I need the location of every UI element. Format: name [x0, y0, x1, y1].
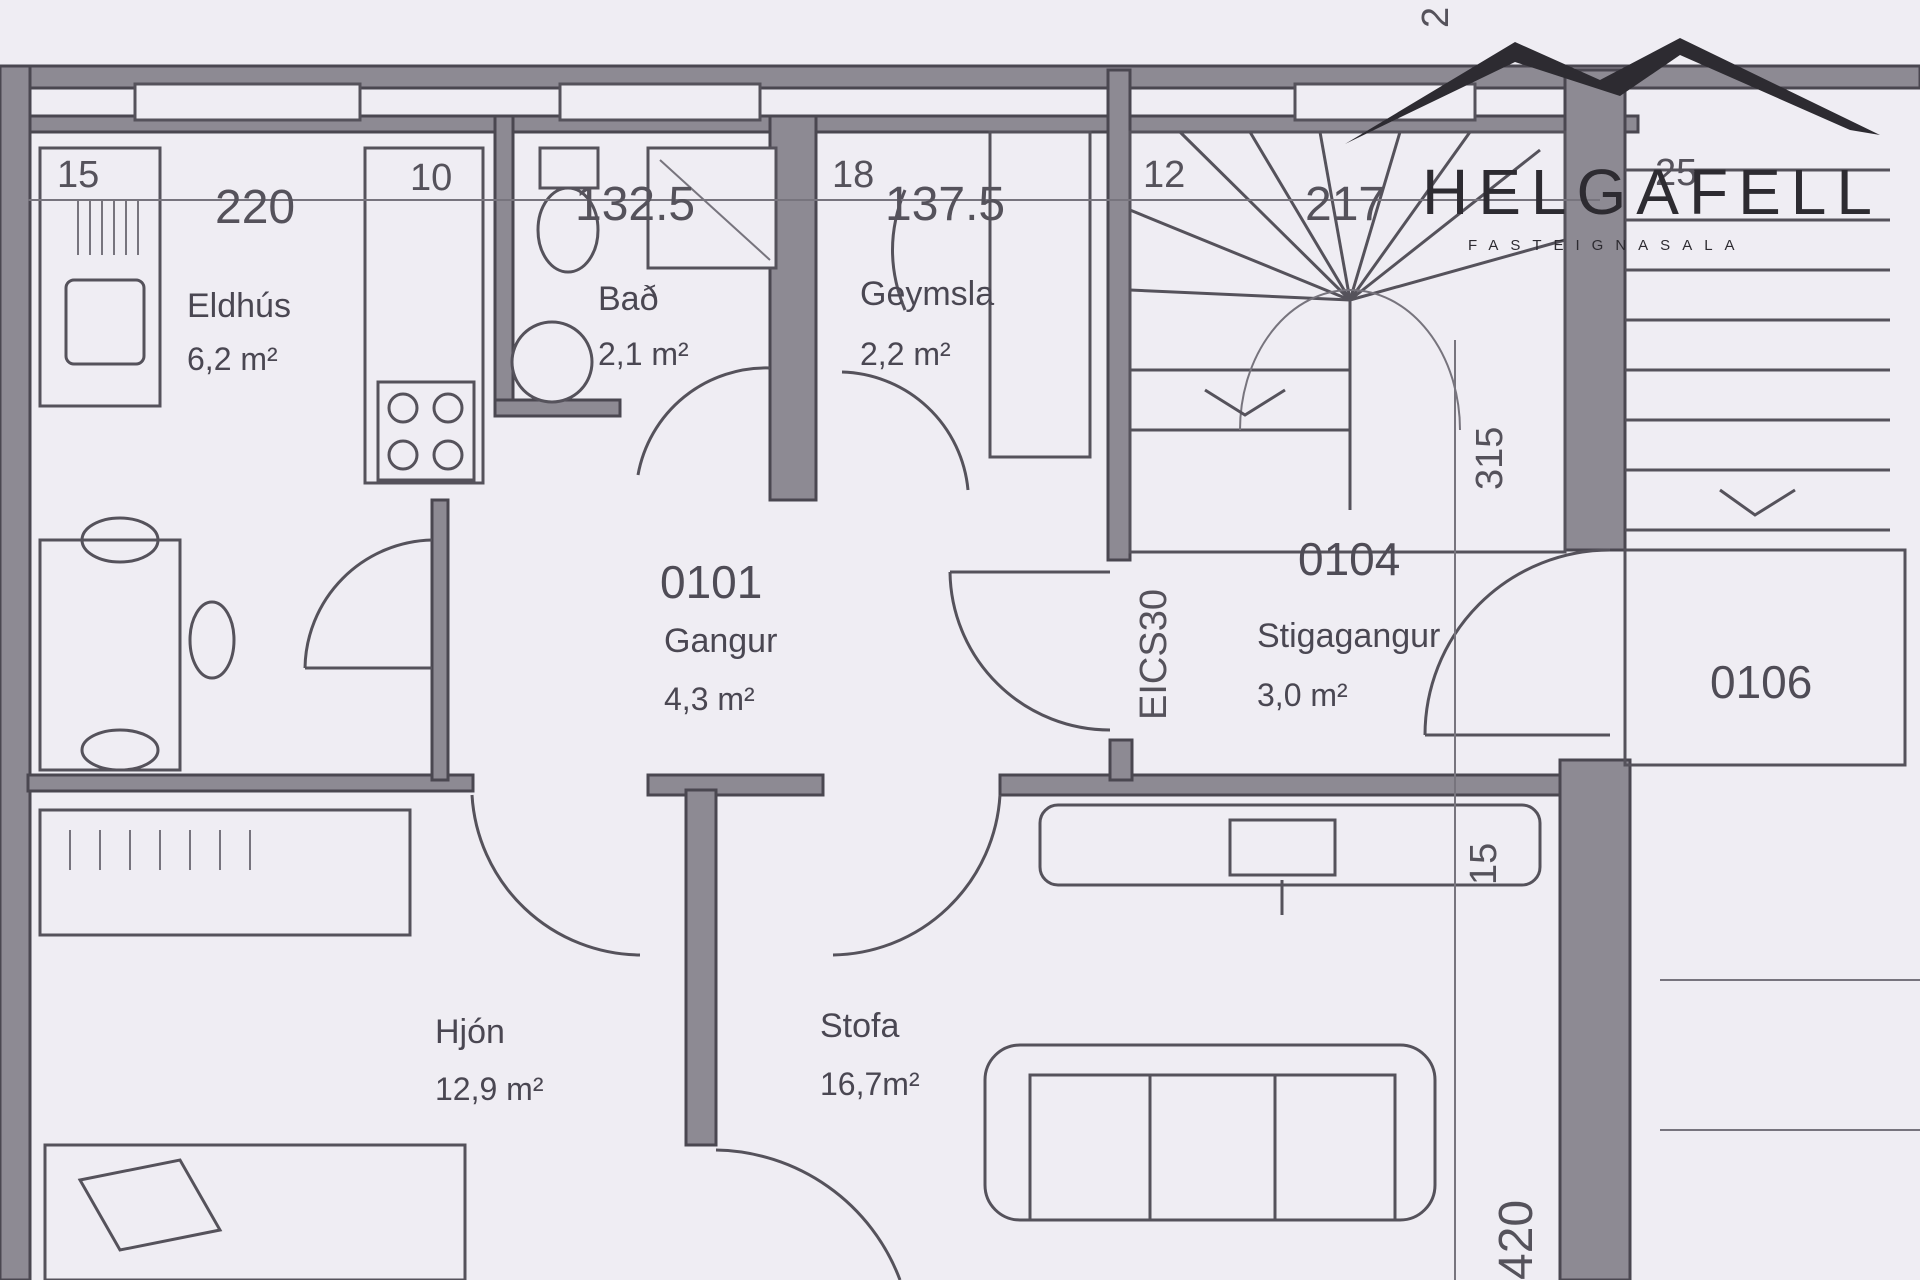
dim-2: 2 [1415, 7, 1457, 28]
storage-shelf [988, 130, 1092, 459]
drain-board [77, 200, 139, 255]
logo-name: HELGAFELL [1422, 156, 1882, 228]
shower-arc [659, 159, 771, 261]
wall-kitchen-bottom [26, 773, 475, 793]
stair-0106-treads [1625, 168, 1890, 532]
chair-top [80, 516, 160, 564]
room-geymsla-name: Geymsla [860, 275, 994, 313]
chair-bottom [80, 728, 160, 772]
door-storage [841, 370, 970, 491]
window-2 [558, 82, 762, 122]
dim-137-5: 137.5 [885, 178, 1005, 231]
dim-12: 12 [1143, 154, 1185, 196]
wall-hall-bottom-mid [646, 773, 825, 797]
room-hjon-name: Hjón [435, 1013, 505, 1051]
toilet-tank [538, 146, 600, 190]
room-stofa-area: 16,7m² [820, 1066, 920, 1102]
window-1 [133, 82, 362, 122]
door-stofa-bottom [715, 1148, 902, 1280]
sofa-seat-3 [1273, 1073, 1397, 1222]
burner-1 [387, 392, 419, 424]
doors [303, 366, 1611, 1280]
helgafell-logo: HELGAFELL FASTEIGNASALA [1345, 38, 1882, 254]
dim-25: 25 [1655, 152, 1697, 194]
room-bad-name: Bað [598, 280, 659, 318]
door-stofa [832, 794, 1002, 957]
wall-storage-stair [1106, 68, 1132, 562]
room-eldhus-area: 6,2 m² [187, 341, 278, 377]
door-stair-0106 [1423, 548, 1611, 736]
storage-hook [891, 189, 907, 311]
room-gangur-number: 0101 [660, 556, 762, 608]
dimension-lines [28, 199, 1600, 1280]
dim-220: 220 [215, 181, 295, 234]
room-gangur-name: Gangur [664, 622, 777, 660]
wall-stair-right [1563, 68, 1627, 552]
dim-217: 217 [1305, 178, 1385, 231]
logo-tagline: FASTEIGNASALA [1468, 237, 1747, 254]
wall-kitchen-bath [493, 114, 515, 408]
sink-basin [64, 278, 146, 366]
door-hjon [470, 794, 641, 957]
burner-3 [387, 439, 419, 471]
stair-arrow [1204, 388, 1286, 417]
dim-15-top: 15 [57, 154, 99, 196]
room-hjon-area: 12,9 m² [435, 1071, 544, 1107]
wall-left [0, 64, 32, 1280]
room-stiga-name: Stigagangur [1257, 617, 1440, 655]
wardrobe-hangers [69, 830, 251, 870]
burner-2 [432, 392, 464, 424]
dim-420: 420 [1490, 1200, 1543, 1280]
room-bad-area: 2,1 m² [598, 336, 689, 372]
stair-outline [1128, 130, 1567, 554]
unit-0106-box [1623, 548, 1907, 767]
room-geymsla-area: 2,2 m² [860, 336, 951, 372]
wall-right-lower [1558, 758, 1632, 1280]
storage-fixtures [891, 130, 1092, 459]
room-stiga-number: 0104 [1298, 533, 1400, 585]
bed-pillows [77, 1158, 223, 1252]
walls [0, 64, 1920, 1280]
dim-18: 18 [832, 154, 874, 196]
dim-132-5: 132.5 [575, 178, 695, 231]
dimension-labels: 15 220 10 132.5 18 137.5 12 217 25 2 315… [57, 7, 1697, 1280]
door-eics30 [948, 571, 1111, 732]
wall-hall-stofa-divider [684, 788, 718, 1147]
door-bath [636, 366, 771, 476]
wall-kitchen-right [430, 498, 450, 782]
burner-4 [432, 439, 464, 471]
dining-table [38, 538, 182, 772]
dim-10: 10 [410, 157, 452, 199]
room-eldhus-name: Eldhús [187, 287, 291, 325]
door-rating-label: EICS30 [1133, 589, 1175, 720]
door-kitchen [303, 538, 433, 669]
chair-right [188, 600, 236, 680]
dim-315: 315 [1469, 427, 1511, 490]
sofa [983, 1043, 1437, 1222]
staircase [1128, 130, 1907, 767]
kitchen-fixtures [38, 146, 485, 772]
living-fixtures [38, 803, 1920, 1280]
stair-0106-arrow [1719, 488, 1796, 517]
wall-bath-storage [768, 114, 818, 502]
room-stofa-name: Stofa [820, 1007, 899, 1045]
room-0106-number: 0106 [1710, 656, 1812, 708]
mountain-icon [1345, 38, 1880, 144]
wall-stair-bottom [998, 773, 1612, 797]
washbasin [510, 320, 594, 404]
bath-fixtures [510, 146, 778, 404]
wardrobe [38, 808, 412, 937]
wall-eics-jamb [1108, 738, 1134, 782]
tv [1228, 818, 1337, 877]
dim-15-right: 15 [1463, 843, 1505, 885]
room-gangur-area: 4,3 m² [664, 681, 755, 717]
stair-arc [1239, 289, 1461, 431]
room-stiga-area: 3,0 m² [1257, 677, 1348, 713]
room-labels: Eldhús 6,2 m² Bað 2,1 m² Geymsla 2,2 m² … [187, 275, 1812, 1107]
bed [43, 1143, 467, 1280]
